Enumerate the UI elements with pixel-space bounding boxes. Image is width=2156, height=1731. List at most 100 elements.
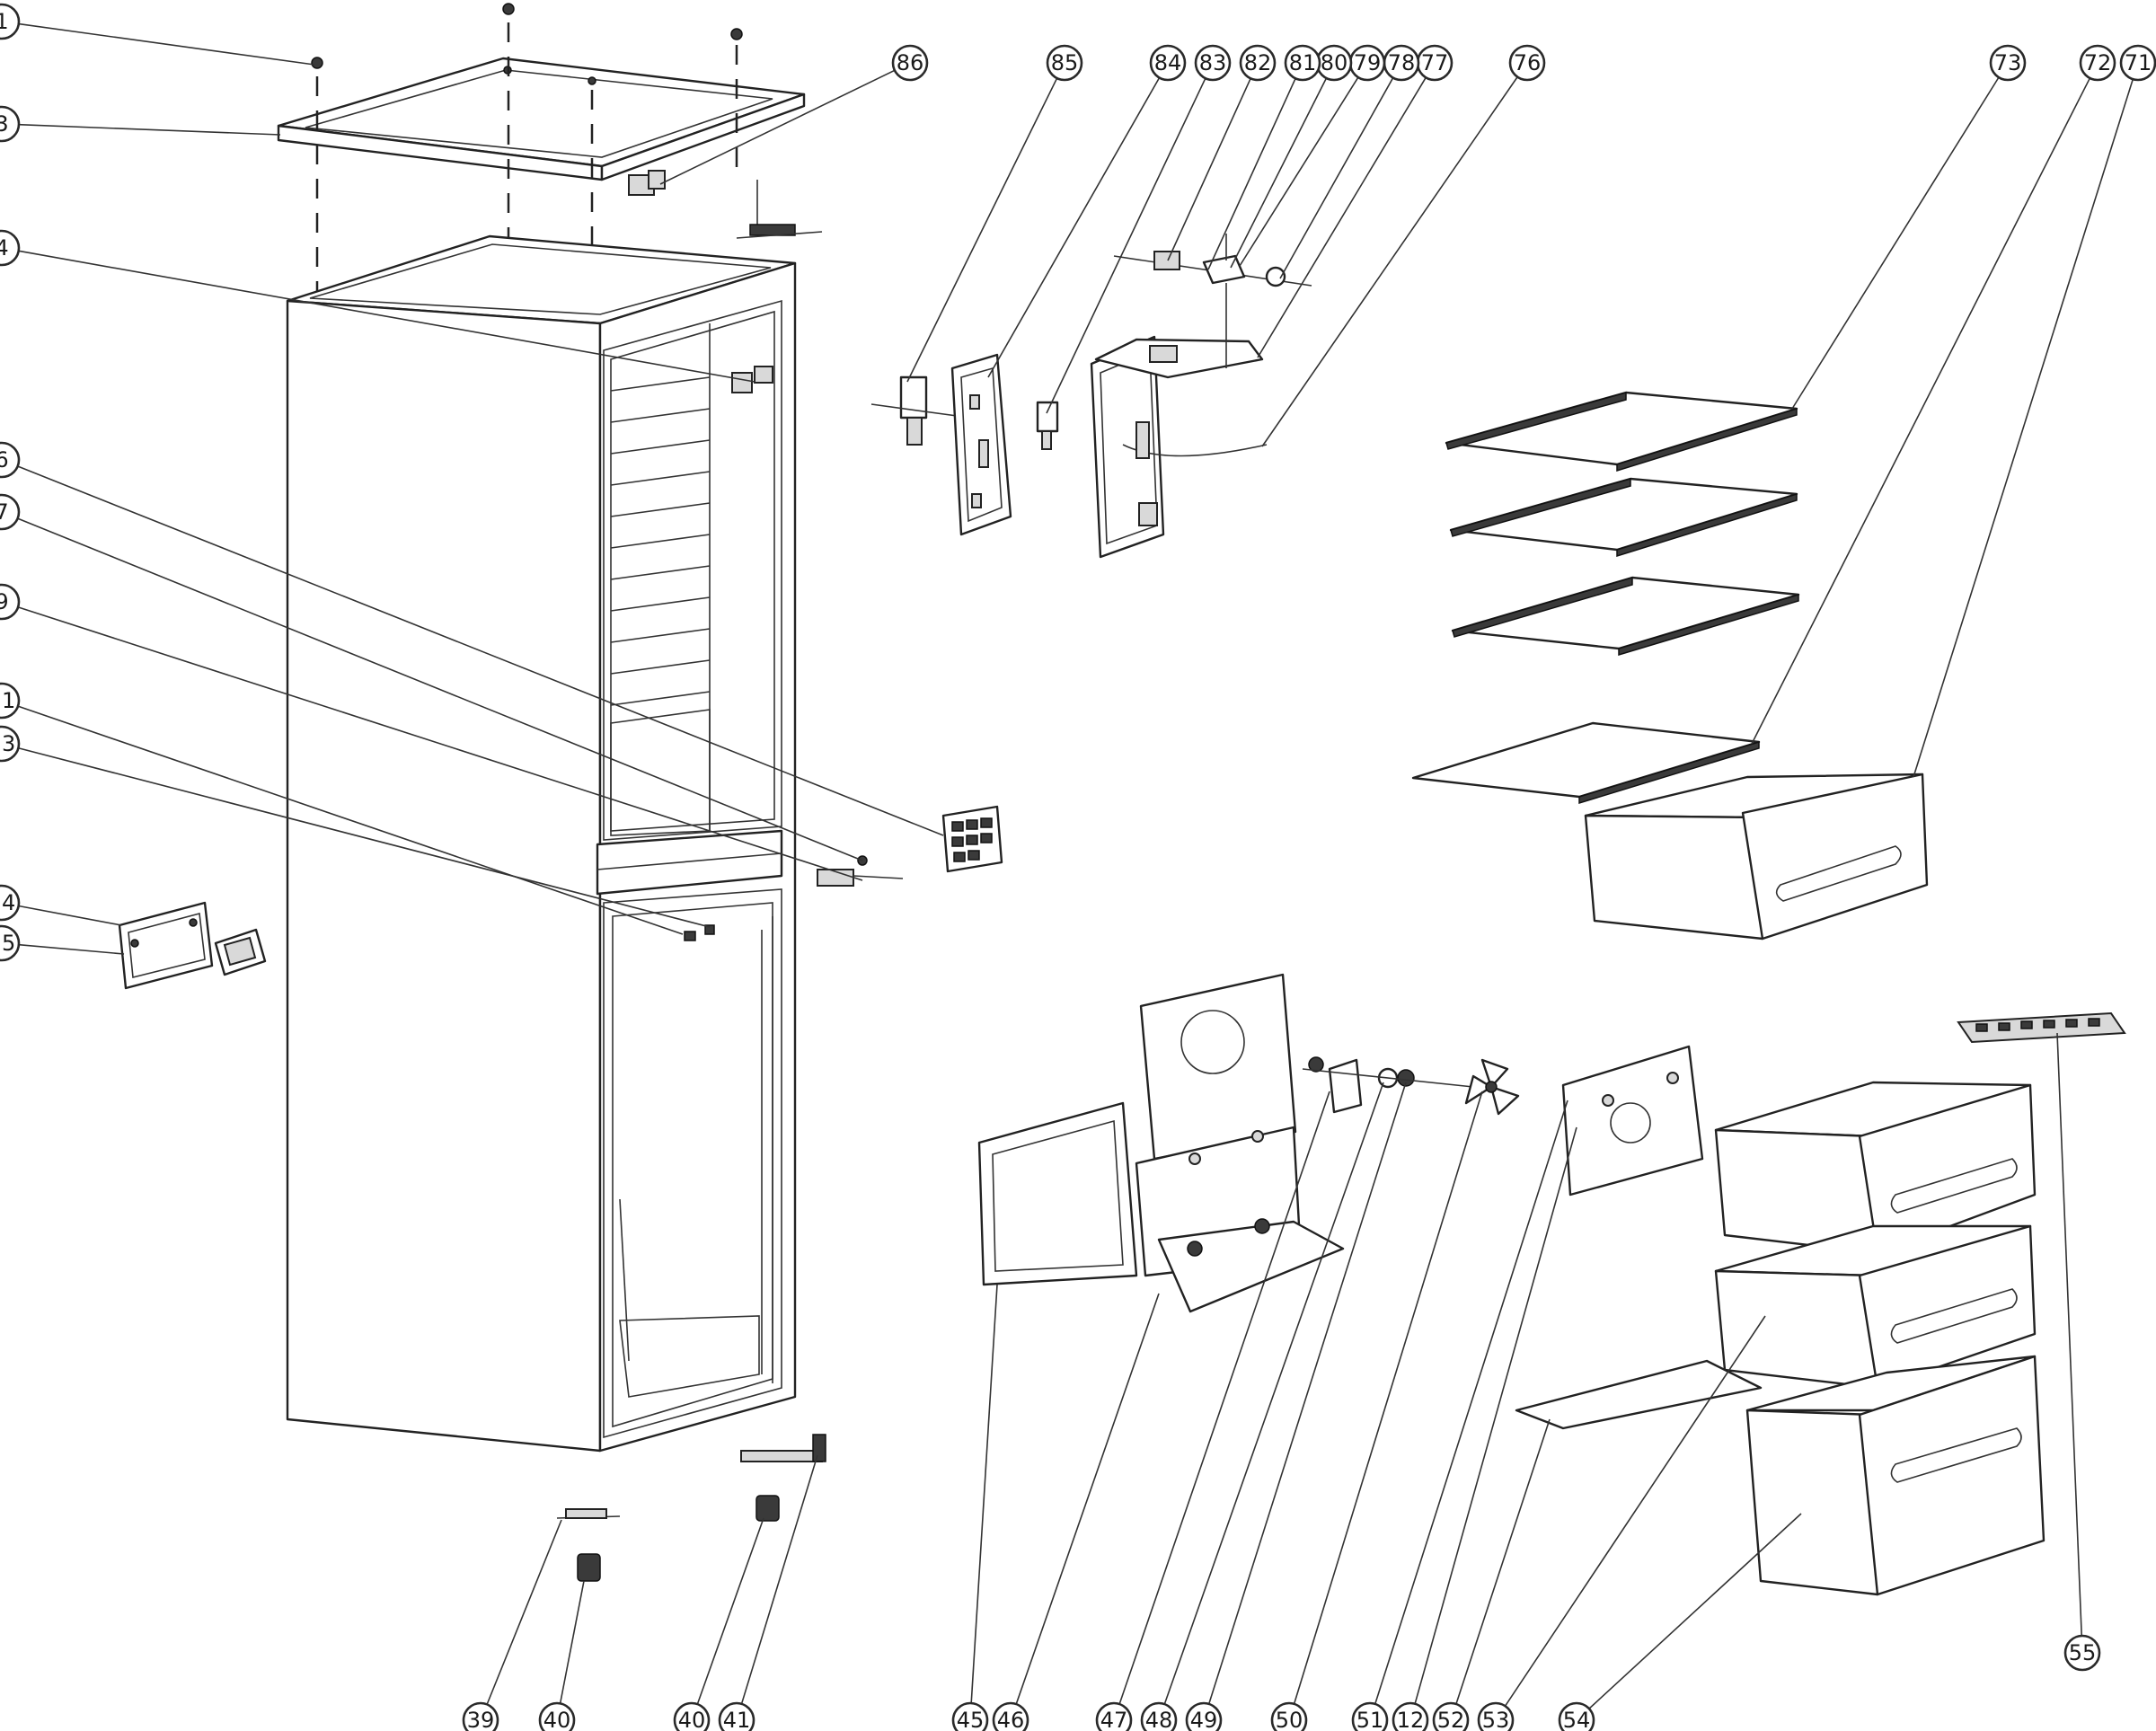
callout-circle — [1149, 44, 1187, 82]
callout-label: 41 — [723, 1708, 751, 1731]
leader-line — [659, 69, 896, 185]
leader-line — [1504, 1315, 1766, 1707]
callout-label: 40 — [678, 1708, 706, 1731]
freezer-drawer — [1714, 1224, 2037, 1390]
callout-label: 14 — [0, 890, 15, 915]
callout-circle — [0, 682, 21, 720]
callout-circle — [1989, 44, 2027, 82]
callout-label: 50 — [1276, 1708, 1303, 1731]
leader-line — [18, 22, 315, 66]
callout-circle — [1558, 1701, 1595, 1731]
leader-line — [1167, 77, 1251, 261]
leader-line — [1118, 1091, 1330, 1705]
leader-line — [1414, 1126, 1577, 1704]
callout-label: 4 — [0, 235, 9, 261]
callout-label: 13 — [0, 731, 15, 756]
leader-line — [1913, 78, 2134, 778]
callout-label: 7 — [0, 499, 9, 525]
glass-cover — [1411, 721, 1761, 805]
leader-line — [559, 1580, 585, 1704]
callout-label: 73 — [1994, 50, 2022, 75]
callout-circle — [1046, 44, 1083, 82]
fan-motor-assembly — [1302, 1045, 1704, 1197]
callout-circle — [0, 884, 21, 922]
leader-line — [18, 905, 122, 926]
callout-label: 76 — [1514, 50, 1542, 75]
callout-circle — [1432, 1701, 1470, 1731]
callout-label: 81 — [1289, 50, 1317, 75]
middle-hinge — [817, 855, 904, 887]
callout-circle — [1270, 1701, 1308, 1731]
callout-circle — [0, 725, 21, 763]
leader-line — [1588, 1513, 1802, 1709]
callout-label: 78 — [1388, 50, 1416, 75]
callout-circle — [2079, 44, 2116, 82]
control-panel — [941, 805, 1003, 873]
leader-line — [987, 77, 1161, 378]
callout-label: 39 — [467, 1708, 495, 1731]
callout-circle — [992, 1701, 1029, 1731]
freezer-drawer — [1745, 1355, 2046, 1596]
leader-line — [17, 606, 863, 881]
leader-line — [1791, 76, 2000, 410]
callout-label: 46 — [997, 1708, 1025, 1731]
crisper-box — [1584, 773, 1929, 941]
callout-circle — [1392, 1701, 1429, 1731]
callout-circle — [0, 583, 21, 621]
leader-line — [696, 1517, 764, 1705]
callout-label: 9 — [0, 589, 9, 614]
callout-label: 51 — [1356, 1708, 1384, 1731]
fan-blade — [1464, 1058, 1520, 1116]
callout-layer: 1346791113141539404041454647484950511252… — [0, 3, 2156, 1731]
leader-line — [1261, 76, 1518, 447]
callout-circle — [2119, 44, 2156, 82]
leader-line — [18, 943, 125, 955]
callout-circle — [1194, 44, 1232, 82]
callout-label: 1 — [0, 9, 9, 34]
callout-circle — [0, 924, 21, 962]
callout-circle — [1140, 1701, 1178, 1731]
callout-circle — [1284, 44, 1321, 82]
callout-label: 49 — [1190, 1708, 1218, 1731]
callout-label: 86 — [897, 50, 924, 75]
cabinet-body — [286, 234, 797, 1453]
callout-circle — [0, 3, 21, 40]
callout-label: 48 — [1145, 1708, 1173, 1731]
leader-line — [1279, 77, 1394, 279]
callout-label: 83 — [1199, 50, 1227, 75]
bottom-feet — [556, 1434, 826, 1582]
leader-line — [1207, 77, 1296, 270]
glass-shelves — [1411, 391, 1800, 805]
leader-line — [18, 123, 281, 136]
callout-circle — [0, 493, 21, 531]
leader-line — [1046, 77, 1206, 414]
freezer-drawers — [1515, 1011, 2126, 1596]
glass-shelf — [1449, 477, 1798, 558]
callout-label: 82 — [1244, 50, 1272, 75]
valve-parts — [1113, 234, 1312, 368]
callout-label: 72 — [2084, 50, 2112, 75]
callout-circle — [1239, 44, 1277, 82]
callout-label: 84 — [1154, 50, 1182, 75]
callout-label: 11 — [0, 688, 15, 713]
leader-line — [906, 77, 1058, 383]
leader-line — [18, 250, 755, 383]
callout-label: 55 — [2069, 1640, 2097, 1665]
lamp-cover-assembly — [870, 234, 1312, 559]
leader-line — [17, 705, 684, 935]
callout-label: 77 — [1421, 50, 1449, 75]
callout-circle — [538, 1701, 576, 1731]
callout-circle — [0, 105, 21, 143]
callout-label: 40 — [543, 1708, 571, 1731]
top-cover-panel — [277, 57, 806, 181]
top-hinge-part — [628, 170, 666, 196]
leader-line — [18, 746, 711, 928]
leader-line — [1751, 77, 2091, 745]
callout-circle — [0, 441, 21, 479]
leader-line — [2056, 1032, 2083, 1637]
leader-line — [1455, 1418, 1551, 1705]
callout-label: 12 — [1397, 1708, 1425, 1731]
control-panel-keys — [951, 817, 993, 862]
glass-shelf — [1451, 576, 1800, 657]
shelf-ribs — [610, 376, 711, 706]
